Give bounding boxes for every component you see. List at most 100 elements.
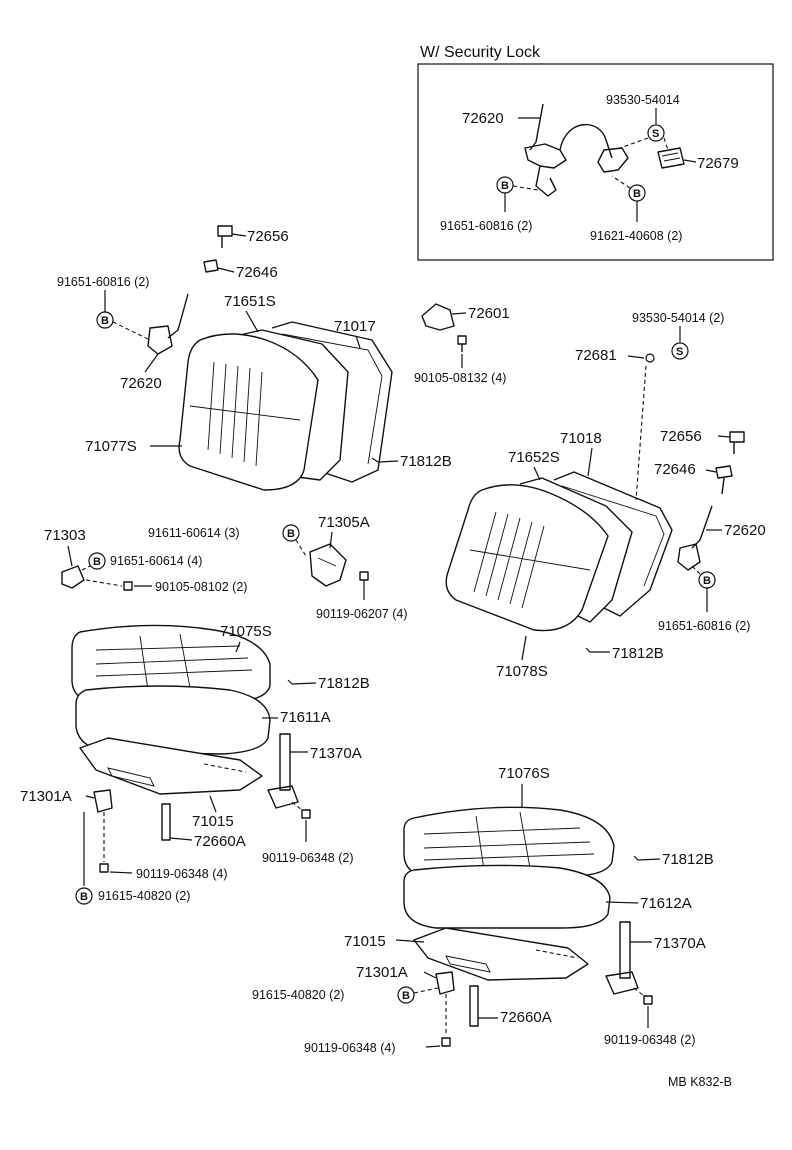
latch-72601-group: 72601 90105-08132 (4) [414, 303, 510, 385]
inset-cable [559, 124, 613, 159]
svg-text:B: B [101, 315, 109, 327]
label-71301A-left: 71301A [20, 788, 72, 805]
right-hinge-rod [691, 505, 713, 549]
left-cushion-cover [71, 624, 271, 705]
label-71651S: 71651S [224, 293, 276, 310]
label-72656-right: 72656 [660, 428, 702, 445]
label-72601: 72601 [468, 305, 510, 322]
inset-lock-rod [529, 103, 544, 151]
right-bolt-90119-06348-4 [441, 1037, 451, 1047]
inset-lock-arm [535, 165, 557, 197]
svg-text:B: B [287, 528, 295, 540]
nut-90105-08132 [457, 335, 467, 352]
right-striker-71370A [619, 921, 631, 979]
left-hinge-bracket [147, 325, 173, 355]
label-71812B-c: 71812B [612, 645, 664, 662]
inset-cover [657, 147, 685, 169]
label-71303: 71303 [44, 527, 86, 544]
left-bolt-90119-06348-4 [99, 863, 109, 873]
label-90119-06348-left2: 90119-06348 (2) [262, 851, 354, 865]
label-90105-08102: 90105-08102 (2) [155, 580, 247, 594]
left-striker-71370A [279, 733, 291, 791]
label-93530-54014-2: 93530-54014 (2) [632, 311, 724, 325]
symbol-b-right-cushion [397, 986, 415, 1004]
label-91615-40820-right: 91615-40820 (2) [252, 988, 344, 1002]
hinge-71305A [309, 543, 347, 587]
label-71652S: 71652S [508, 449, 560, 466]
label-71075S: 71075S [220, 623, 272, 640]
right-bracket-71301A [435, 971, 455, 995]
label-71305A: 71305A [318, 514, 370, 531]
inset-striker [597, 147, 629, 173]
right-bolt-90119-06348-2 [643, 995, 653, 1005]
right-cushion-frame [413, 927, 589, 981]
label-72620-right: 72620 [724, 522, 766, 539]
right-cushion-cover [403, 806, 615, 879]
left-cushion-frame [79, 737, 263, 795]
svg-text:B: B [402, 990, 410, 1002]
label-91615-40820-left: 91615-40820 (2) [98, 889, 190, 903]
label-91621-40608: 91621-40608 (2) [590, 229, 682, 243]
label-72646-right: 72646 [654, 461, 696, 478]
svg-text:S: S [652, 128, 659, 140]
label-71015-left: 71015 [192, 813, 234, 830]
label-90119-06348-left4: 90119-06348 (4) [136, 867, 228, 881]
left-strap-72660A [161, 803, 171, 841]
right-seatback-group: 93530-54014 (2) S 72681 71018 72656 7165… [445, 311, 766, 633]
svg-text:B: B [93, 556, 101, 568]
hinge-group: 71303 B 91651-60614 (4) 90105-08102 (2) … [44, 514, 408, 621]
label-71018: 71018 [560, 430, 602, 447]
label-72656-left: 72656 [247, 228, 289, 245]
latch-72601 [421, 303, 455, 331]
label-72681: 72681 [575, 347, 617, 364]
symbol-s-inset [647, 124, 665, 142]
left-clip-72646 [203, 259, 219, 273]
left-striker-base [267, 785, 299, 809]
label-91651-60614: 91651-60614 (4) [110, 554, 202, 568]
label-91611-60614: 91611-60614 (3) [148, 526, 240, 540]
symbol-b-left-cushion [75, 887, 93, 905]
right-cushion-group: 71076S 71812B 71612A 71015 71370A 90119-… [252, 765, 714, 1055]
label-71812B-b: 71812B [318, 675, 370, 692]
label-90119-06348-right4: 90119-06348 (4) [304, 1041, 396, 1055]
label-71017: 71017 [334, 318, 376, 335]
left-hinge-rod [167, 293, 189, 339]
label-71370A-left: 71370A [310, 745, 362, 762]
left-bracket-71301A [93, 789, 113, 813]
label-90119-06348-right2: 90119-06348 (2) [604, 1033, 696, 1047]
label-72620-left: 72620 [120, 375, 162, 392]
svg-text:S: S [676, 346, 683, 358]
label-91651-60816-inset: 91651-60816 (2) [440, 219, 532, 233]
hinge-71303 [61, 565, 85, 589]
right-clip-72646 [715, 465, 733, 495]
label-71611A: 71611A [280, 709, 331, 726]
inset-frame [417, 63, 774, 261]
svg-text:B: B [501, 180, 509, 192]
label-91651-60816-right: 91651-60816 (2) [658, 619, 750, 633]
left-bolt-72656 [217, 225, 233, 248]
right-back-bottom-labels: 71078S 71812B [496, 635, 664, 680]
label-71076S: 71076S [498, 765, 550, 782]
clip-72681 [645, 353, 655, 363]
right-striker-base [605, 971, 639, 995]
left-seatback-frame [271, 321, 393, 483]
inset-lock-body [524, 143, 567, 169]
right-strap-72660A [469, 985, 479, 1027]
left-bolt-90119-06348-2 [301, 809, 311, 819]
label-71612A: 71612A [640, 895, 692, 912]
symbol-b-71305A [282, 524, 300, 542]
label-91651-60816-left: 91651-60816 (2) [57, 275, 149, 289]
nut-90105-08102 [123, 581, 133, 591]
label-72620-inset: 72620 [462, 110, 504, 127]
security-lock-inset: W/ Security Lock 72620 93530-54014 S 726… [417, 44, 774, 261]
symbol-s-right [671, 342, 689, 360]
label-71301A-right: 71301A [356, 964, 408, 981]
label-71812B-d: 71812B [662, 851, 714, 868]
inset-title: W/ Security Lock [420, 44, 541, 61]
symbol-b-left-back [96, 311, 114, 329]
label-90119-06207: 90119-06207 (4) [316, 607, 408, 621]
label-72660A-right: 72660A [500, 1009, 552, 1026]
right-hinge-bracket [677, 543, 701, 571]
